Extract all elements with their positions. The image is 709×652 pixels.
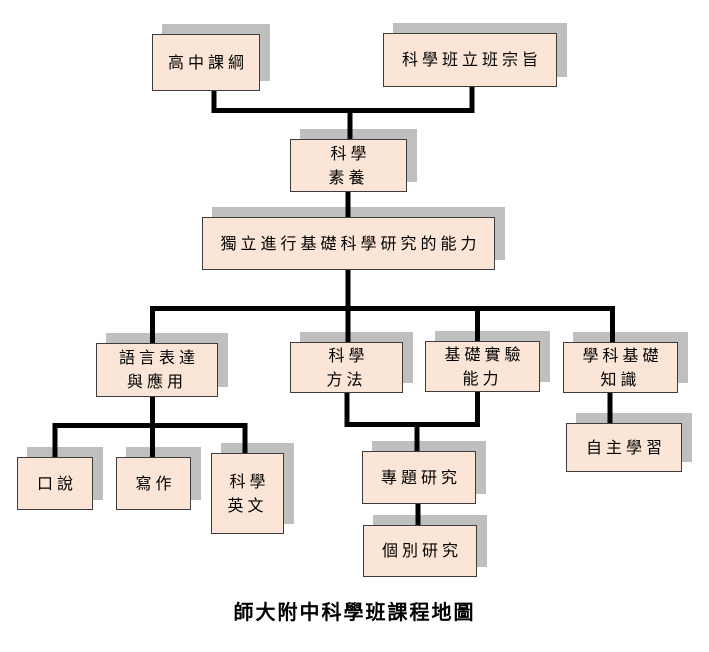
node-curriculum: 高中課綱 bbox=[152, 34, 260, 91]
node-project-label: 專題研究 bbox=[380, 467, 461, 487]
edge-language-children-bus bbox=[52, 423, 248, 459]
node-purpose: 科學班立班宗旨 bbox=[383, 33, 557, 87]
node-knowledge-label: 學科基礎 知識 bbox=[582, 345, 663, 389]
node-individual-label: 個別研究 bbox=[381, 541, 462, 560]
node-speaking: 口說 bbox=[17, 457, 93, 510]
node-project: 專題研究 bbox=[362, 451, 476, 504]
node-literacy-label: 科學 素養 bbox=[328, 143, 371, 187]
node-language-label: 語言表達 與應用 bbox=[118, 348, 199, 391]
node-ability-label: 獨立進行基礎科學研究的能力 bbox=[220, 233, 481, 253]
node-knowledge: 學科基礎 知識 bbox=[563, 342, 678, 393]
node-english-label: 科學 英文 bbox=[227, 471, 270, 515]
node-speaking-label: 口說 bbox=[36, 473, 77, 493]
node-experiment-label: 基礎實驗 能力 bbox=[444, 344, 525, 388]
node-english: 科學 英文 bbox=[211, 453, 284, 534]
node-selflearning-label: 自主學習 bbox=[585, 437, 666, 457]
node-ability: 獨立進行基礎科學研究的能力 bbox=[202, 217, 495, 270]
node-writing-label: 寫作 bbox=[135, 473, 176, 493]
node-experiment: 基礎實驗 能力 bbox=[425, 341, 540, 392]
node-individual: 個別研究 bbox=[363, 525, 477, 577]
node-writing: 寫作 bbox=[116, 457, 191, 510]
node-curriculum-label: 高中課綱 bbox=[167, 52, 248, 72]
edge-method-experiment-bus bbox=[344, 390, 480, 427]
node-selflearning: 自主學習 bbox=[566, 423, 682, 472]
edge-top-row-to-junction bbox=[211, 84, 475, 113]
edge-branch-bus bbox=[150, 306, 615, 345]
node-language: 語言表達 與應用 bbox=[96, 343, 218, 397]
node-method: 科學 方法 bbox=[290, 342, 403, 393]
node-method-label: 科學 方法 bbox=[326, 345, 369, 389]
node-literacy: 科學 素養 bbox=[290, 139, 407, 192]
node-purpose-label: 科學班立班宗旨 bbox=[401, 50, 542, 69]
diagram-caption: 師大附中科學班課程地圖 bbox=[233, 600, 476, 624]
